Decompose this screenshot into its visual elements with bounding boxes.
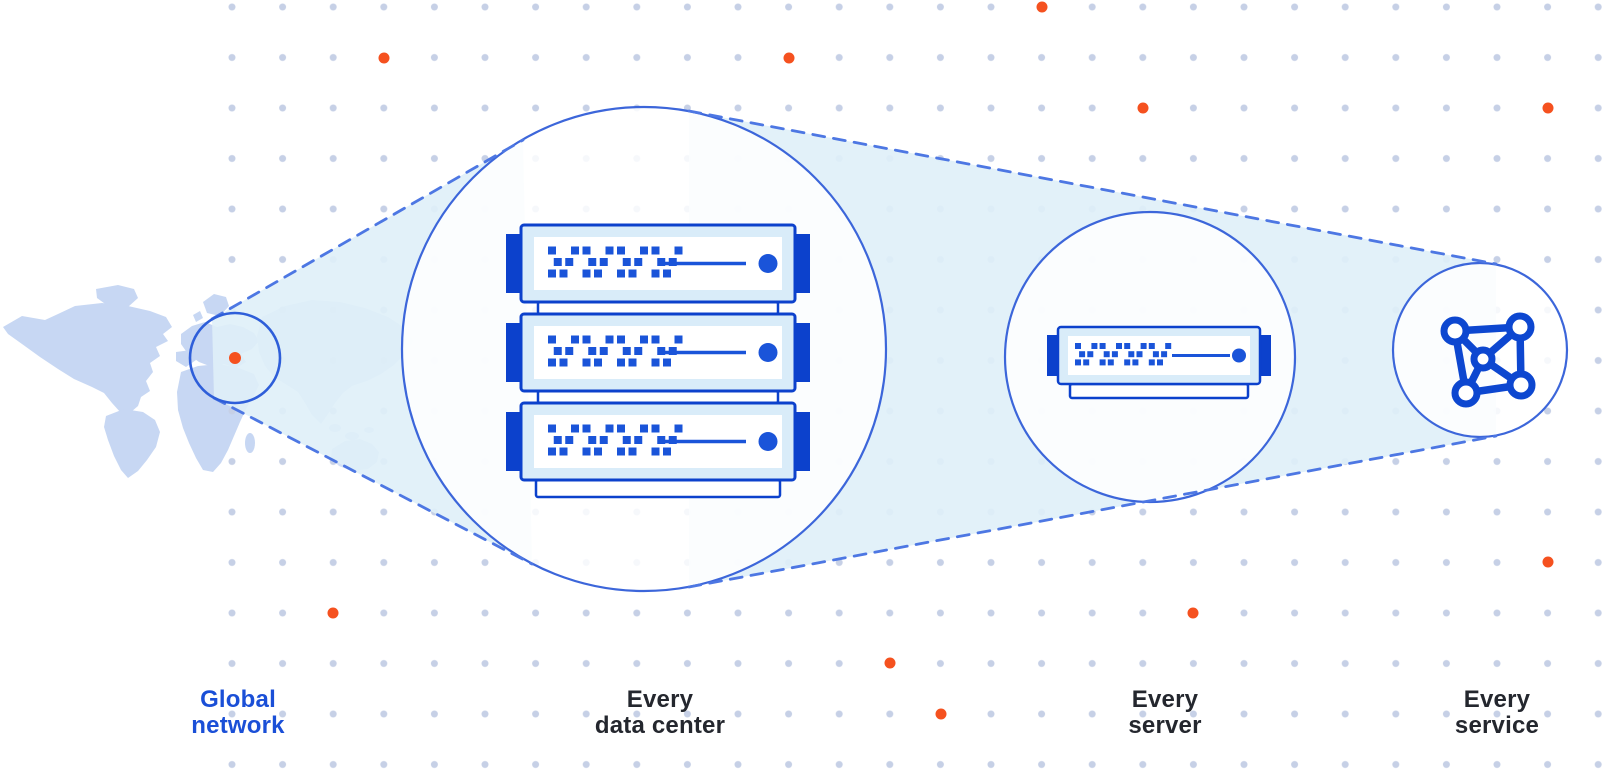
mesh-node: [1506, 370, 1536, 400]
map-highlight-circle: [188, 311, 282, 405]
map-greenland: [96, 285, 138, 307]
label-global-network: Global network: [128, 687, 348, 739]
mesh-node: [1451, 378, 1481, 408]
orange-dot: [1542, 102, 1554, 114]
server-icon: [1047, 325, 1271, 400]
label-every-server: Every server: [1055, 687, 1275, 739]
server-rack-icon: [506, 223, 810, 499]
map-north-america: [3, 303, 172, 420]
tangent-line-left-bottom: [212, 396, 534, 566]
orange-dot: [327, 607, 339, 619]
orange-dot: [1137, 102, 1149, 114]
orange-dot: [378, 52, 390, 64]
map-south-america: [104, 409, 160, 478]
orange-dot: [1036, 1, 1048, 13]
label-line: Every: [626, 686, 694, 713]
label-line: Every: [1131, 686, 1199, 713]
label-every-service: Every service: [1387, 687, 1607, 739]
label-line: Every: [1463, 686, 1531, 713]
tangent-lines: [210, 109, 1498, 589]
label-line: Global: [200, 686, 276, 713]
map-location-dot: [229, 352, 241, 364]
orange-dot: [1187, 607, 1199, 619]
tangent-line-right-bottom: [687, 434, 1498, 589]
label-line: network: [191, 712, 285, 739]
label-every-data-center: Every data center: [550, 687, 770, 739]
mesh-node-center: [1470, 346, 1496, 372]
label-line: server: [1128, 712, 1202, 739]
mesh-node: [1440, 316, 1470, 346]
orange-dot: [884, 657, 896, 669]
label-line: service: [1454, 712, 1540, 739]
tangent-line-left-top: [210, 138, 525, 321]
mesh-node: [1505, 312, 1535, 342]
label-line: data center: [594, 712, 726, 739]
orange-accent-dots: [327, 1, 1554, 720]
orange-dot: [1542, 556, 1554, 568]
tangent-line-right-top: [687, 109, 1498, 266]
map-uk: [193, 311, 203, 322]
mesh-network-icon: [1440, 312, 1536, 408]
orange-dot: [935, 708, 947, 720]
orange-dot: [783, 52, 795, 64]
